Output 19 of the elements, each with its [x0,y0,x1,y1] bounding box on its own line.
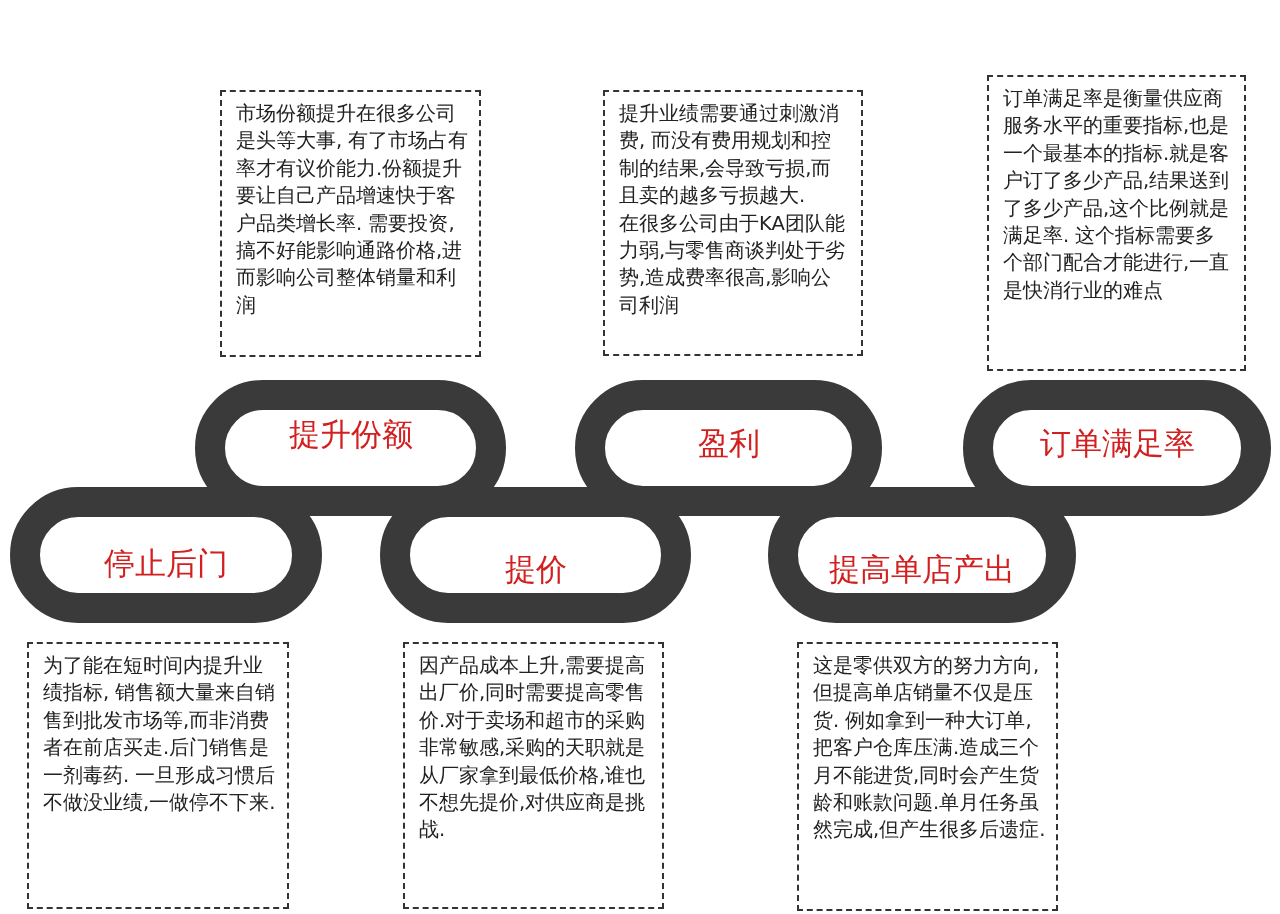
link-label: 提升份额 [287,415,414,455]
note-box [220,90,481,357]
note-box [797,642,1058,911]
note-text: 提升业绩需要通过刺激消费, 而没有费用规划和控制的结果,会导致亏损,而且卖的越多亏损越大. [619,101,840,210]
link-label: 订单满足率 [1038,423,1196,463]
note-box [27,642,289,909]
note-text: 市场份额提升在很多公司是头等大事, 有了市场占有率才有议价能力.份额提升要让自己产品增速快于客户品类增长率. 需要投资,搞不好能影响通路价格,进而影响公司整体销量和利润 [236,101,469,319]
note-text: 因产品成本上升,需要提高出厂价,同时需要提高零售价.对于卖场和超市的采购非常敏感,采购的天职就是从厂家拿到最低价格,谁也不想先提价,对供应商是挑战. [419,653,647,844]
note-box [603,90,863,356]
link-label: 停止后门 [103,544,229,584]
note-text: 这是零供双方的努力方向,但提高单店销量不仅是压货. 例如拿到一种大订单,把客户仓库压满.造成三个月不能进货,同时会产生货龄和账款问题.单月任务虽然完成,但产生很多后遗症. [813,653,1046,844]
note-text: 在很多公司由于KA团队能力弱,与零售商谈判处于劣势,造成费率很高,影响公司利润 [619,210,847,319]
link-label: 提价 [503,549,568,589]
link-label: 盈利 [696,423,761,463]
link-label: 提高单店产出 [828,549,1016,589]
note-box [403,642,664,909]
note-box [987,75,1246,371]
note-text: 订单满足率是衡量供应商服务水平的重要指标,也是一个最基本的指标.就是客户订了多少产品,结果送到了多少产品,这个比例就是满足率. 这个指标需要多个部门配合才能进行,一直是快消行业的难点 [1003,86,1231,304]
note-text: 为了能在短时间内提升业绩指标, 销售额大量来自销售到批发市场等,而非消费者在前店买走.后门销售是一剂毒药. 一旦形成习惯后不做没业绩,一做停不下来. [43,653,277,817]
